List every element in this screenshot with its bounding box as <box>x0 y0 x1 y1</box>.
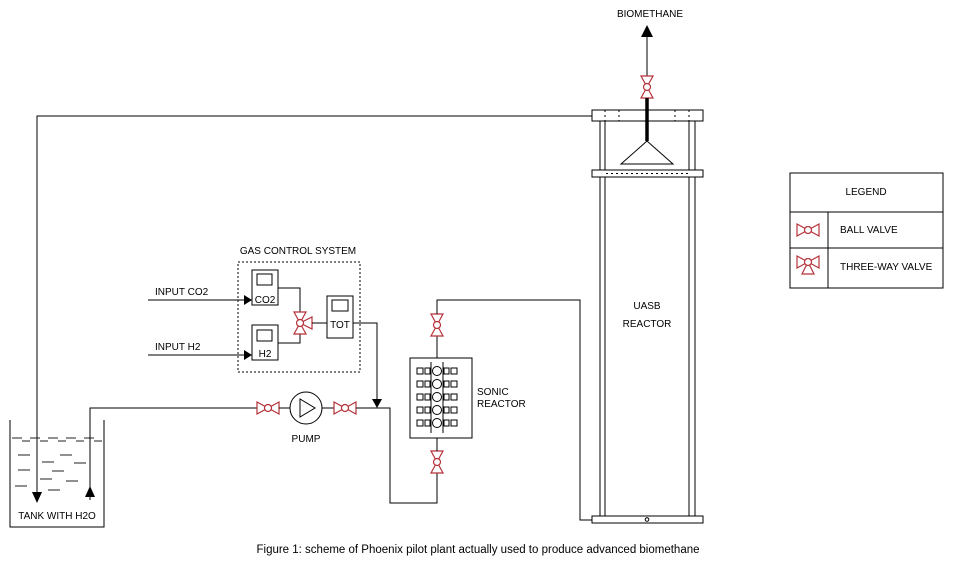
transducer-block <box>450 393 458 401</box>
pump-inlet-ball-valve-icon <box>256 401 280 415</box>
transducer-block <box>424 367 431 375</box>
sonic-outlet-ball-valve-icon <box>430 313 444 337</box>
gas-injection-pipe <box>353 322 378 399</box>
input-co2-label: INPUT CO2 <box>155 287 209 298</box>
tank-outline <box>9 420 105 528</box>
transducer-head <box>432 366 442 376</box>
pump-line: PUMP <box>85 391 438 504</box>
right-arrow-icon <box>244 350 252 360</box>
transducer-block <box>443 406 450 414</box>
transducer-block <box>450 419 458 427</box>
sonic-transducer-row <box>416 405 458 415</box>
tank-label: TANK WITH H2O <box>18 511 96 522</box>
transducer-head <box>432 418 442 428</box>
sonic-transducer-row <box>416 418 458 428</box>
down-arrow-icon <box>372 399 382 408</box>
transducer-block <box>443 380 450 388</box>
up-arrow-icon <box>85 486 95 497</box>
sonic-transducer-row <box>416 392 458 402</box>
transducer-block <box>416 393 424 401</box>
transducer-block <box>416 419 424 427</box>
biomethane-ball-valve-icon <box>640 75 654 99</box>
down-arrow-icon <box>32 492 42 503</box>
uasb-label: UASB <box>633 301 661 312</box>
transducer-block <box>443 367 450 375</box>
transducer-block <box>424 406 431 414</box>
input-h2-label: INPUT H2 <box>155 342 201 353</box>
legend-item-label: THREE-WAY VALVE <box>840 262 933 273</box>
legend-item-label: BALL VALVE <box>840 225 898 236</box>
sonic-inlet-ball-valve-icon <box>430 450 444 474</box>
h2-meter-display <box>256 329 273 342</box>
pump-direction-icon <box>299 398 316 418</box>
sonic-reactor-label: REACTOR <box>477 399 526 410</box>
h2-mix-pipe <box>278 334 301 344</box>
figure-caption: Figure 1: scheme of Phoenix pilot plant … <box>256 544 699 556</box>
transducer-block <box>424 393 431 401</box>
gas-separator-cone <box>619 140 675 165</box>
co2-meter-label: CO2 <box>255 295 276 306</box>
legend-title: LEGEND <box>845 187 886 198</box>
uasb-label: REACTOR <box>623 319 672 330</box>
transducer-block <box>443 393 450 401</box>
transducer-block <box>416 380 424 388</box>
transducer-head <box>432 379 442 389</box>
sonic-reactor: SONIC REACTOR <box>409 299 592 521</box>
tot-meter-label: TOT <box>330 320 350 331</box>
up-arrow-icon <box>641 25 653 37</box>
feed-pipe <box>356 407 438 504</box>
suction-pipe <box>89 407 257 500</box>
uasb-reactor: UASB REACTOR <box>591 109 704 524</box>
gas-control-system-boundary <box>237 261 361 373</box>
transducer-head <box>432 392 442 402</box>
transducer-block <box>450 406 458 414</box>
transducer-block <box>443 419 450 427</box>
legend: LEGEND BALL VALVE THREE-WAY VALVE <box>789 172 944 289</box>
sonic-transducer-row <box>416 379 458 389</box>
uasb-feed-pipe <box>436 299 592 521</box>
water-tank: TANK WITH H2O <box>9 420 105 528</box>
transducer-block <box>450 380 458 388</box>
transducer-head <box>432 405 442 415</box>
biomethane-label: BIOMETHANE <box>617 9 683 20</box>
transducer-block <box>424 419 431 427</box>
right-arrow-icon <box>244 295 252 305</box>
sonic-reactor-label: SONIC <box>477 387 509 398</box>
tot-meter-display <box>331 299 349 312</box>
gas-control-system-label: GAS CONTROL SYSTEM <box>240 246 356 257</box>
sonic-transducer-row <box>416 366 458 376</box>
recirculation-line <box>32 115 592 503</box>
pump-outlet-ball-valve-icon <box>333 401 357 415</box>
co2-meter-display <box>256 273 273 286</box>
gas-control-system: GAS CONTROL SYSTEM INPUT CO2 CO2 INPUT H… <box>148 246 382 408</box>
transducer-block <box>416 406 424 414</box>
h2-meter-label: H2 <box>259 349 272 360</box>
pump-label: PUMP <box>292 434 321 445</box>
transducer-block <box>424 380 431 388</box>
recirculation-pipe <box>36 115 592 492</box>
transducer-block <box>416 367 424 375</box>
transducer-block <box>450 367 458 375</box>
uasb-inlet-port <box>644 517 650 522</box>
co2-mix-pipe <box>278 287 301 312</box>
gas-three-way-valve-icon <box>293 311 313 335</box>
